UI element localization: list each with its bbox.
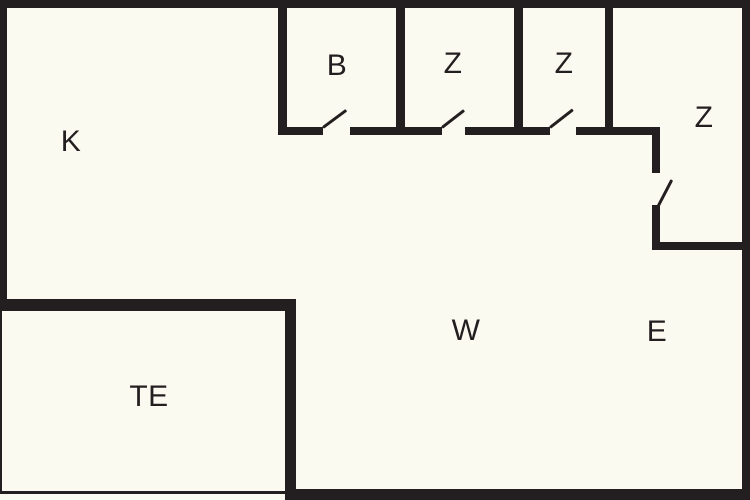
door-swing-z2-icon xyxy=(549,108,574,129)
room-label-k: K xyxy=(60,125,82,158)
wall-outer-right xyxy=(742,0,750,500)
wall-te-bottom-thin xyxy=(0,491,285,494)
room-label-te: TE xyxy=(129,380,169,413)
door-swing-z1-icon xyxy=(441,109,466,129)
door-swing-z3-icon xyxy=(656,179,674,208)
wall-outer-top xyxy=(0,0,750,8)
room-label-w: W xyxy=(451,314,481,347)
wall-z3-left-lower xyxy=(652,205,660,242)
room-label-b: B xyxy=(326,49,348,82)
wall-z3-bottom xyxy=(652,242,750,250)
wall-b-z1-divider xyxy=(396,8,405,127)
wall-z2-z3-divider xyxy=(605,8,613,127)
wall-corridor-seg1 xyxy=(278,127,323,135)
wall-z1-z2-divider xyxy=(514,8,523,127)
wall-te-top xyxy=(0,299,296,311)
wall-outer-left xyxy=(0,0,7,311)
wall-corridor-seg2 xyxy=(350,127,442,135)
wall-te-left-thin xyxy=(0,311,2,494)
door-swing-b-icon xyxy=(322,109,348,129)
wall-corridor-seg3 xyxy=(465,127,550,135)
wall-corridor-seg4 xyxy=(576,127,660,135)
room-label-z1: Z xyxy=(443,47,463,80)
wall-te-right xyxy=(285,299,296,500)
room-label-z3: Z xyxy=(694,101,714,134)
wall-k-b-divider xyxy=(278,8,287,135)
room-label-e: E xyxy=(646,315,668,348)
wall-z3-left-upper xyxy=(652,127,660,173)
room-label-z2: Z xyxy=(554,47,574,80)
wall-outer-bottom xyxy=(288,489,750,500)
